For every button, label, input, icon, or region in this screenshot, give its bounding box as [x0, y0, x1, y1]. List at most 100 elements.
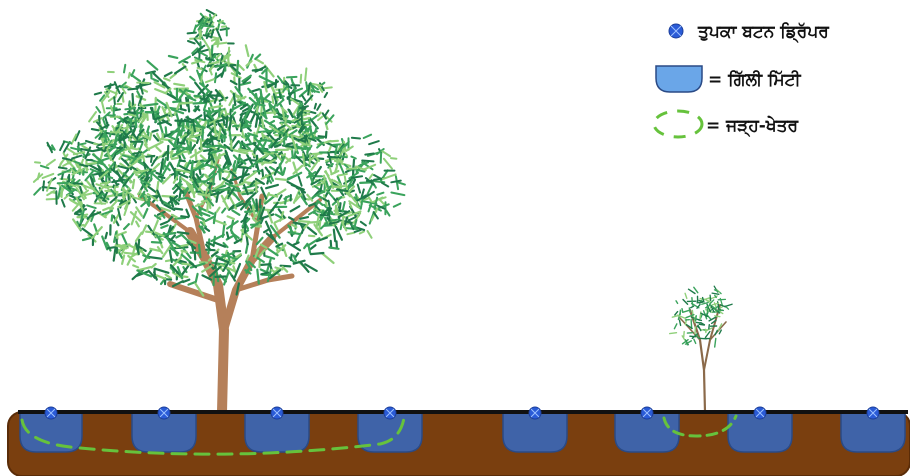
leaf-stroke — [110, 147, 115, 149]
leaf-stroke — [231, 81, 237, 84]
leaf-stroke — [696, 316, 697, 321]
leaf-stroke — [310, 154, 311, 164]
leaf-stroke — [181, 216, 188, 217]
leaf-stroke — [72, 156, 81, 159]
leaf-stroke — [369, 141, 379, 144]
leaf-stroke — [133, 265, 138, 267]
leaf-stroke — [194, 103, 206, 104]
leaf-stroke — [352, 138, 360, 139]
leaf-stroke — [288, 182, 300, 189]
leaf-stroke — [62, 200, 65, 207]
leaf-stroke — [152, 264, 156, 267]
leaf-stroke — [43, 181, 44, 190]
legend-wet-soil-label: = ਗਿੱਲੀ ਮਿੱਟੀ — [708, 70, 802, 90]
leaf-stroke — [689, 308, 690, 312]
leaf-stroke — [709, 325, 710, 329]
leaf-stroke — [156, 173, 163, 176]
leaf-stroke — [721, 305, 726, 307]
leaf-stroke — [215, 43, 226, 44]
leaf-stroke — [207, 200, 208, 211]
leaf-stroke — [386, 210, 389, 215]
leaf-stroke — [228, 216, 234, 219]
tree-foliage — [34, 10, 405, 296]
leaf-stroke — [260, 200, 261, 208]
leaf-stroke — [88, 163, 96, 164]
leaf-stroke — [128, 259, 131, 264]
leaf-stroke — [276, 80, 277, 87]
leaf-stroke — [694, 339, 696, 343]
leaf-stroke — [382, 183, 388, 187]
leaf-stroke — [307, 148, 308, 156]
leaf-stroke — [675, 312, 678, 315]
leaf-stroke — [391, 193, 404, 196]
leaf-stroke — [319, 222, 320, 232]
leaf-stroke — [151, 156, 152, 162]
leaf-stroke — [155, 269, 169, 273]
leaf-stroke — [320, 185, 321, 192]
leaf-stroke — [301, 75, 302, 83]
leaf-stroke — [302, 95, 305, 100]
leaf-stroke — [212, 263, 225, 265]
leaf-stroke — [328, 141, 338, 142]
leaf-stroke — [86, 194, 92, 195]
leaf-stroke — [309, 246, 311, 253]
leaf-stroke — [199, 30, 200, 39]
leaf-stroke — [106, 233, 107, 238]
leaf-stroke — [695, 327, 696, 334]
leaf-stroke — [365, 154, 373, 155]
leaf-stroke — [289, 98, 290, 104]
leaf-stroke — [206, 79, 214, 82]
leaf-stroke — [299, 177, 302, 186]
leaf-stroke — [375, 181, 384, 182]
leaf-stroke — [178, 232, 189, 233]
leaf-stroke — [291, 255, 292, 261]
leaf-stroke — [95, 93, 101, 95]
leaf-stroke — [299, 221, 310, 222]
leaf-stroke — [341, 156, 347, 157]
leaf-stroke — [146, 232, 152, 233]
leaf-stroke — [157, 275, 166, 278]
leaf-stroke — [329, 147, 331, 152]
leaf-stroke — [215, 259, 218, 268]
leaf-stroke — [92, 227, 102, 238]
leaf-stroke — [257, 270, 259, 284]
leaf-stroke — [114, 106, 115, 116]
leaf-stroke — [276, 268, 283, 270]
leaf-stroke — [168, 146, 169, 160]
leaf-stroke — [253, 70, 262, 71]
leaf-stroke — [303, 154, 304, 166]
leaf-stroke — [377, 193, 383, 195]
leaf-stroke — [131, 148, 137, 149]
leaf-stroke — [716, 310, 722, 311]
leaf-stroke — [173, 243, 180, 247]
leaf-stroke — [259, 131, 274, 132]
leaf-stroke — [262, 120, 263, 128]
leaf-stroke — [230, 110, 231, 115]
leaf-stroke — [719, 330, 721, 334]
leaf-stroke — [35, 162, 40, 163]
leaf-stroke — [375, 198, 378, 209]
leaf-stroke — [111, 106, 112, 110]
leaf-stroke — [112, 215, 113, 220]
leaf-stroke — [180, 177, 181, 187]
leaf-stroke — [715, 316, 720, 317]
leaf-stroke — [172, 157, 179, 159]
leaf-stroke — [129, 73, 130, 78]
leaf-stroke — [180, 160, 185, 161]
leaf-stroke — [221, 147, 226, 148]
leaf-stroke — [171, 235, 175, 240]
leaf-stroke — [360, 232, 364, 234]
leaf-stroke — [195, 120, 199, 125]
leaf-stroke — [396, 176, 398, 189]
sapling-foliage — [670, 286, 732, 347]
leaf-stroke — [279, 195, 282, 200]
drip-line — [18, 410, 908, 414]
leaf-stroke — [289, 92, 294, 93]
leaf-stroke — [118, 166, 128, 169]
leaf-stroke — [670, 333, 677, 334]
leaf-stroke — [186, 98, 187, 106]
leaf-stroke — [114, 97, 115, 104]
leaf-stroke — [315, 104, 316, 109]
leaf-stroke — [226, 116, 227, 127]
